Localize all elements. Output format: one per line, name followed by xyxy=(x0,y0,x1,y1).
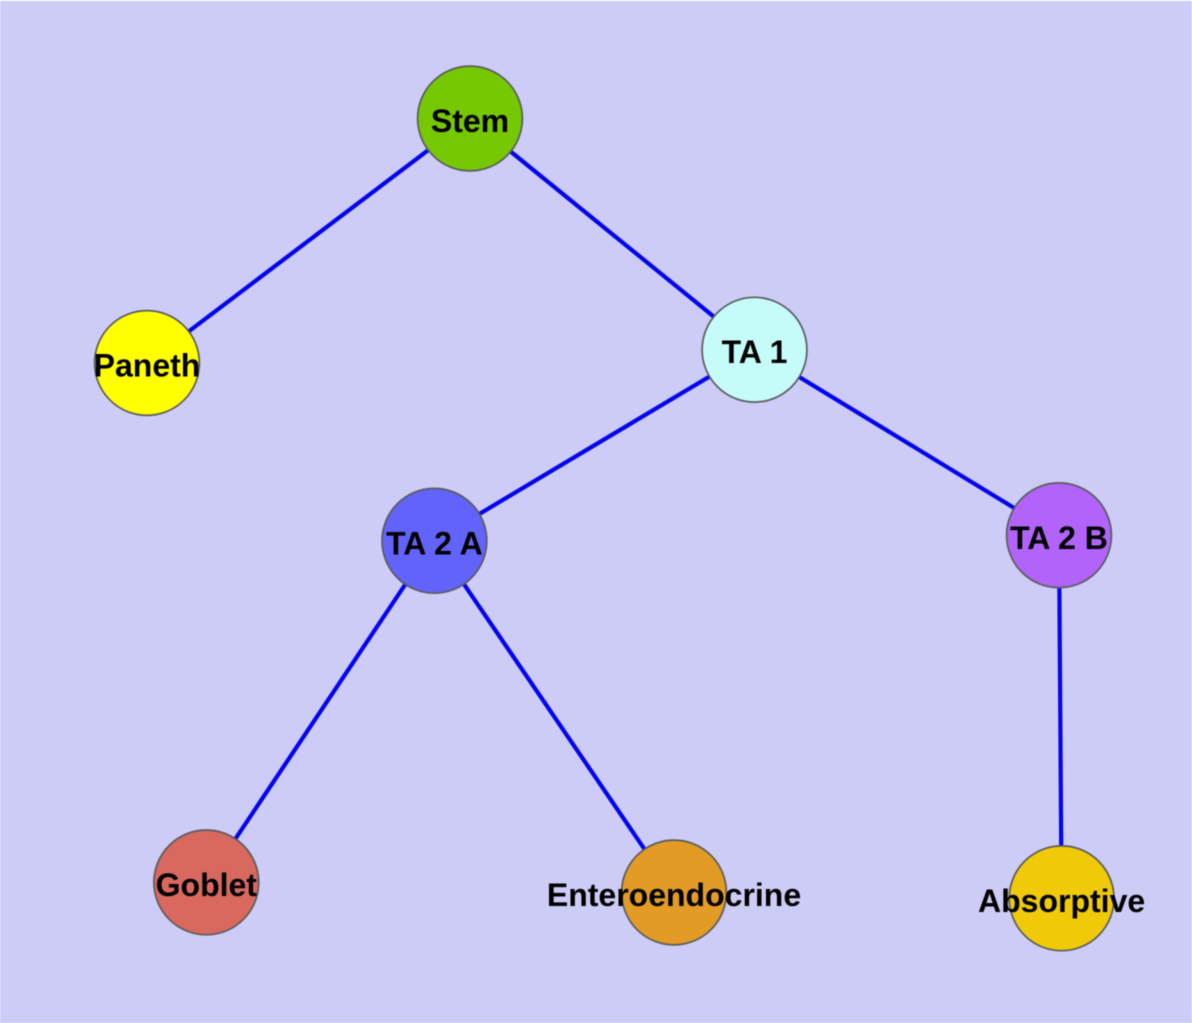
svg-text:Enteroendocrine: Enteroendocrine xyxy=(547,877,801,913)
svg-text:Paneth: Paneth xyxy=(94,348,201,384)
svg-text:Goblet: Goblet xyxy=(156,867,258,903)
svg-text:TA 1: TA 1 xyxy=(722,334,788,370)
svg-text:TA 2 B: TA 2 B xyxy=(1010,520,1108,556)
svg-text:Absorptive: Absorptive xyxy=(978,883,1145,919)
svg-text:Stem: Stem xyxy=(431,103,509,139)
svg-text:TA 2 A: TA 2 A xyxy=(386,525,483,561)
